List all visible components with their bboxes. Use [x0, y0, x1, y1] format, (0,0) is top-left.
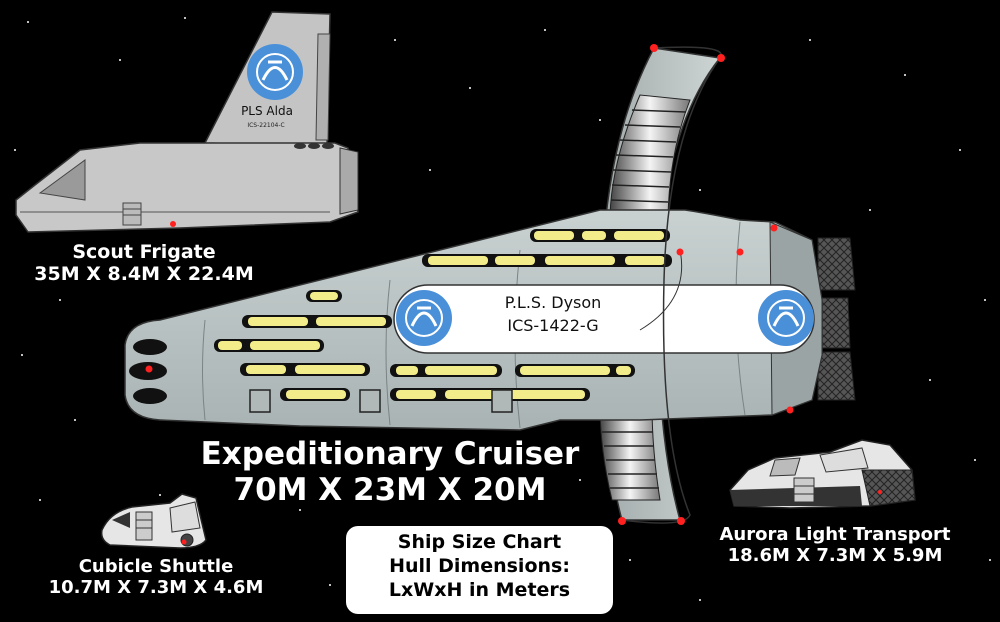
cruiser-banner-name: P.L.S. Dyson [505, 293, 602, 312]
cruiser-hatches [249, 389, 513, 413]
cubicle-shuttle-ship [100, 493, 207, 549]
cubicle-shuttle-name: Cubicle Shuttle [78, 556, 234, 577]
cruiser-emblem-left-icon [396, 290, 452, 346]
cruiser-beacons [618, 44, 794, 525]
chart-info-box: Ship Size Chart Hull Dimensions: LxWxH i… [346, 526, 613, 614]
aurora-light-transport-ship [729, 439, 916, 509]
scout-tail-name: PLS Alda [241, 104, 293, 118]
cubicle-shuttle-dims: 10.7M X 7.3M X 4.6M [48, 576, 264, 598]
cruiser-emblem-right-icon [758, 290, 814, 346]
cruiser-name: Expeditionary Cruiser [200, 436, 580, 472]
chart-info-line-2: Hull Dimensions: [389, 554, 570, 577]
cruiser-label: Expeditionary Cruiser 70M X 23M X 20M [180, 436, 600, 508]
cruiser-nose-vents [129, 339, 167, 404]
scout-frigate-dims: 35M X 8.4M X 22.4M [34, 262, 254, 285]
aurora-transport-name: Aurora Light Transport [719, 524, 951, 545]
scout-frigate-label: Scout Frigate 35M X 8.4M X 22.4M [20, 241, 268, 286]
cruiser-name-banner [393, 284, 815, 354]
scout-frigate-ship: PLS Alda ICS-22104-C [15, 11, 359, 233]
aurora-transport-label: Aurora Light Transport 18.6M X 7.3M X 5.… [690, 524, 980, 566]
scout-frigate-name: Scout Frigate [72, 241, 216, 263]
chart-info-line-3: LxWxH in Meters [388, 578, 571, 601]
cruiser-engines [817, 237, 856, 401]
scout-tail-code: ICS-22104-C [247, 122, 284, 129]
cruiser-banner-code: ICS-1422-G [507, 316, 598, 335]
cubicle-shuttle-label: Cubicle Shuttle 10.7M X 7.3M X 4.6M [28, 556, 284, 598]
expeditionary-cruiser-ship: P.L.S. Dyson ICS-1422-G [124, 44, 856, 525]
chart-info-line-1: Ship Size Chart [397, 531, 562, 553]
cruiser-dims: 70M X 23M X 20M [233, 471, 547, 508]
aurora-transport-dims: 18.6M X 7.3M X 5.9M [727, 544, 943, 566]
scout-emblem-icon [247, 44, 303, 100]
